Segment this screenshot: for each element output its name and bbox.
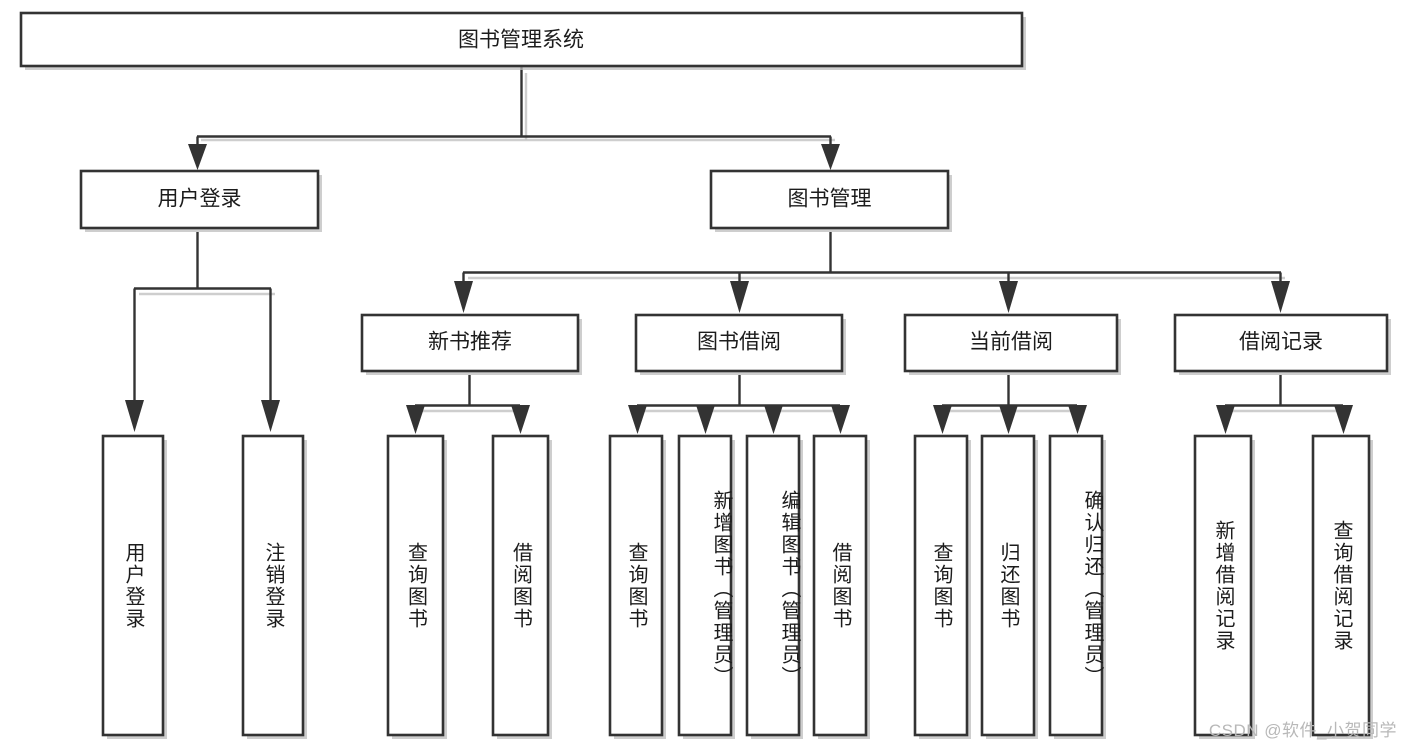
arrow-head-icon xyxy=(454,281,473,313)
leaf-box-borrow-book-rec[interactable] xyxy=(491,434,550,737)
arrow-head-icon xyxy=(406,405,425,434)
leaf-box-confirm-return-admin[interactable] xyxy=(1048,434,1104,737)
arrow-head-icon xyxy=(1271,281,1290,313)
node-book-borrow-box[interactable] xyxy=(634,313,844,373)
node-new-book-rec-box[interactable] xyxy=(360,313,580,373)
leaf-box-edit-book-admin[interactable] xyxy=(745,434,801,737)
arrow-head-icon xyxy=(1334,405,1353,434)
arrow-head-icon xyxy=(999,281,1018,313)
leaf-box-logout[interactable] xyxy=(241,434,305,737)
arrow-head-icon xyxy=(261,400,280,432)
arrow-head-icon xyxy=(628,405,647,434)
arrow-head-icon xyxy=(821,144,840,170)
node-layer: 图书管理系统 用户登录 图书管理 新书推荐 图书借阅 当前借阅 借阅记录 xyxy=(19,11,1391,739)
arrow-head-icon xyxy=(933,405,952,434)
leaf-box-query-book-current[interactable] xyxy=(913,434,969,737)
leaf-box-query-borrow-record[interactable] xyxy=(1311,434,1371,737)
leaf-box-borrow-book-borrow[interactable] xyxy=(812,434,868,737)
leaf-box-user-login[interactable] xyxy=(101,434,165,737)
arrow-head-icon xyxy=(511,405,530,434)
node-root-label: 图书管理系统 xyxy=(458,29,584,52)
csdn-watermark: CSDN @软件_小贺同学 xyxy=(1208,721,1397,740)
leaf-box-query-book-borrow[interactable] xyxy=(608,434,664,737)
leaf-box-return-book[interactable] xyxy=(980,434,1036,737)
node-current-borrow-box[interactable] xyxy=(903,313,1119,373)
leaf-box-add-book-admin[interactable] xyxy=(677,434,733,737)
arrow-head-icon xyxy=(764,405,783,434)
node-borrow-record-box[interactable] xyxy=(1173,313,1389,373)
leaf-box-add-borrow-record[interactable] xyxy=(1193,434,1253,737)
arrow-head-icon xyxy=(188,144,207,170)
arrow-head-icon xyxy=(999,405,1018,434)
node-book-mgmt-box[interactable] xyxy=(709,169,950,230)
node-book-borrow-label: 图书借阅 xyxy=(697,331,781,354)
arrow-head-icon xyxy=(125,400,144,432)
arrow-head-icon xyxy=(1068,405,1087,434)
leaf-box-query-book-rec[interactable] xyxy=(386,434,445,737)
connector-layer xyxy=(125,66,1353,434)
node-book-mgmt-label: 图书管理 xyxy=(788,188,872,211)
node-current-borrow-label: 当前借阅 xyxy=(969,331,1053,354)
arrow-head-icon xyxy=(730,281,749,313)
arrow-head-icon xyxy=(696,405,715,434)
node-root-box[interactable] xyxy=(19,11,1024,68)
arrow-head-icon xyxy=(831,405,850,434)
arrow-head-icon xyxy=(1216,405,1235,434)
node-new-book-rec-label: 新书推荐 xyxy=(428,331,512,354)
node-user-login-label: 用户登录 xyxy=(158,188,242,211)
node-user-login-box[interactable] xyxy=(79,169,320,230)
node-borrow-record-label: 借阅记录 xyxy=(1239,331,1323,354)
